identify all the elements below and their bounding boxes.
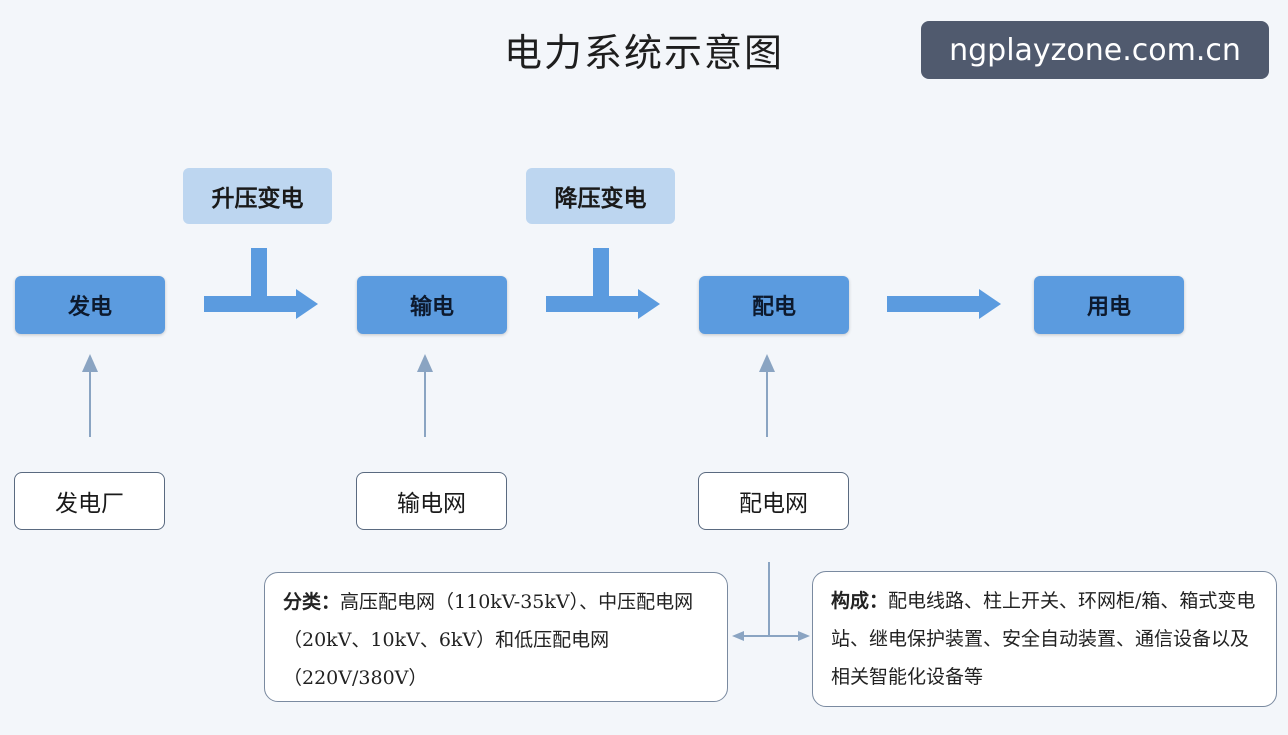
source-transmission-grid: 输电网 xyxy=(356,472,507,530)
stage-generation: 发电 xyxy=(15,276,165,334)
classification-text: 高压配电网（110kV-35kV）、中压配电网（20kV、10kV、6kV）和低… xyxy=(283,591,694,689)
flow-arrow-distribution-to-consumption xyxy=(887,289,1001,319)
source-power-plant: 发电厂 xyxy=(14,472,165,530)
composition-note: 构成：配电线路、柱上开关、环网柜/箱、箱式变电站、继电保护装置、安全自动装置、通… xyxy=(812,571,1277,707)
step-up-transform-box: 升压变电 xyxy=(183,168,332,224)
flow-arrow-generation-to-transmission xyxy=(204,248,318,319)
stage-transmission: 输电 xyxy=(357,276,507,334)
stage-consumption: 用电 xyxy=(1034,276,1184,334)
distribution-grid-branch-connector xyxy=(732,562,810,641)
composition-label: 构成： xyxy=(831,590,889,612)
flow-arrow-transmission-to-distribution xyxy=(546,248,660,319)
watermark-badge: ngplayzone.com.cn xyxy=(921,21,1269,79)
classification-note: 分类：高压配电网（110kV-35kV）、中压配电网（20kV、10kV、6kV… xyxy=(264,572,728,702)
composition-text: 配电线路、柱上开关、环网柜/箱、箱式变电站、继电保护装置、安全自动装置、通信设备… xyxy=(831,590,1256,688)
source-distribution-grid: 配电网 xyxy=(698,472,849,530)
diagram-title: 电力系统示意图 xyxy=(503,31,784,75)
stage-distribution: 配电 xyxy=(699,276,849,334)
step-down-transform-box: 降压变电 xyxy=(526,168,675,224)
classification-label: 分类： xyxy=(283,591,341,613)
